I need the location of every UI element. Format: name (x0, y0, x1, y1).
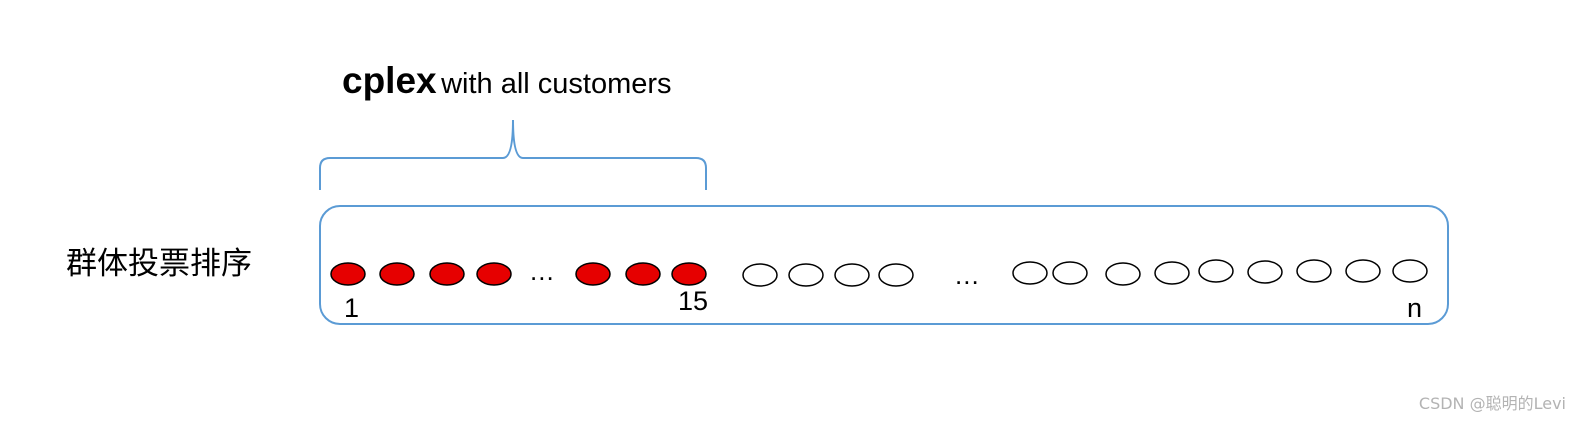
ranking-frame (319, 205, 1449, 325)
grouping-brace (319, 119, 707, 190)
selected-customer-oval (671, 262, 707, 286)
ellipsis-selected: ... (530, 256, 555, 286)
position-label-last: n (1407, 293, 1423, 323)
unselected-customer-oval (1392, 259, 1428, 283)
selected-customers-group (330, 262, 707, 286)
heading-description: with all customers (441, 68, 672, 100)
diagram-heading: cplex with all customers (342, 60, 672, 102)
position-label-fifteenth: 15 (678, 286, 709, 316)
unselected-customer-oval (1105, 262, 1141, 286)
unselected-customer-oval (878, 263, 914, 287)
unselected-customer-oval (1198, 259, 1234, 283)
position-label-first: 1 (344, 293, 360, 323)
unselected-customer-oval (1012, 261, 1048, 285)
selected-customer-oval (379, 262, 415, 286)
unselected-customer-oval (1052, 261, 1088, 285)
unselected-customer-oval (1247, 260, 1283, 284)
heading-solver-name: cplex (342, 60, 437, 101)
unselected-customer-oval (742, 263, 778, 287)
unselected-customer-oval (1154, 261, 1190, 285)
unselected-customer-oval (1296, 259, 1332, 283)
selected-customer-oval (429, 262, 465, 286)
unselected-customers-group (742, 259, 1428, 287)
selected-customer-oval (575, 262, 611, 286)
unselected-customer-oval (788, 263, 824, 287)
unselected-customer-oval (1345, 259, 1381, 283)
watermark: CSDN @聪明的Levi (1418, 394, 1566, 413)
selected-customer-oval (330, 262, 366, 286)
selected-customer-oval (625, 262, 661, 286)
unselected-customer-oval (834, 263, 870, 287)
ellipsis-unselected: ... (955, 260, 980, 290)
ranking-row-label: 群体投票排序 (66, 246, 252, 282)
selected-customer-oval (476, 262, 512, 286)
